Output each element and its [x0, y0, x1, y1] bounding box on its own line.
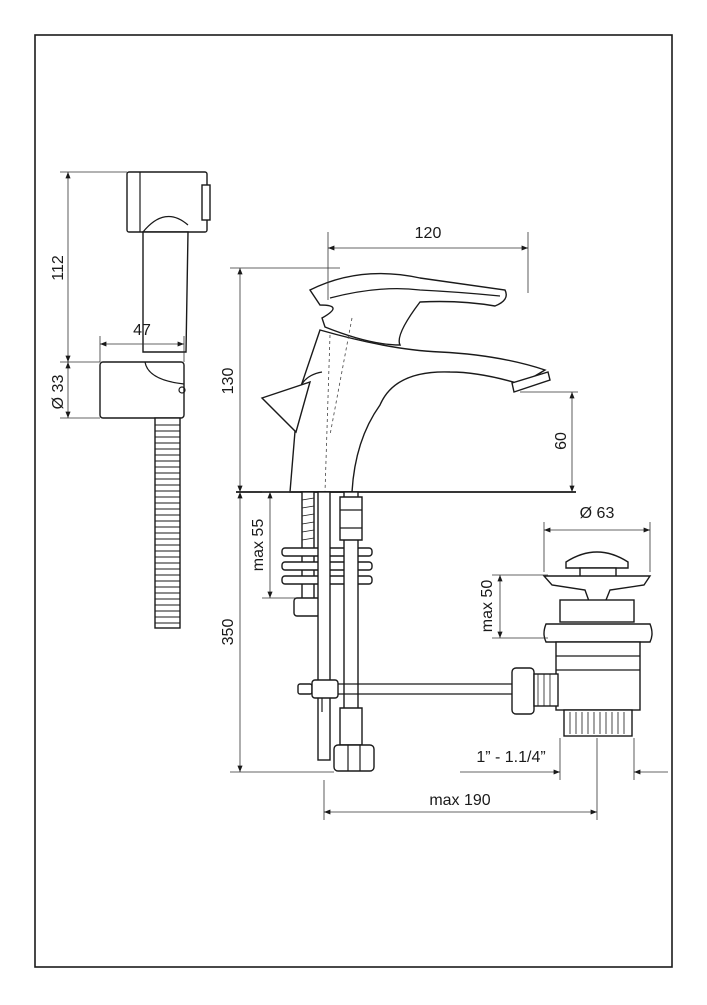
dim-label-spout-height: 60: [553, 432, 570, 450]
dim-label-max-190: max 190: [429, 792, 490, 809]
tap-dimension-lines: [230, 232, 578, 492]
shower-hose: [154, 417, 181, 629]
dim-label-shower-width: 47: [133, 322, 151, 339]
dim-label-max-55: max 55: [250, 519, 267, 572]
dim-label-shower-height: 112: [50, 255, 67, 281]
hand-shower: [99, 171, 211, 629]
pop-up-waste: [511, 551, 653, 737]
dim-label-waste-diameter: Ø 63: [580, 505, 615, 522]
drawing-border: [34, 34, 673, 968]
dim-label-holder-diameter: Ø 33: [50, 375, 67, 410]
supply-dimension-lines: [230, 491, 334, 773]
mixer-tap: [236, 272, 576, 493]
waste-dimension-lines: [323, 522, 668, 820]
dim-label-spout-reach: 120: [415, 225, 442, 242]
dim-label-max-50: max 50: [479, 580, 496, 633]
dim-label-thread: 1” - 1.1/4”: [476, 749, 545, 766]
dim-label-supply-length: 350: [220, 619, 237, 646]
supply-and-fixing: [281, 491, 512, 772]
shower-dimension-lines: [60, 171, 185, 419]
dim-label-tap-height: 130: [220, 368, 237, 395]
